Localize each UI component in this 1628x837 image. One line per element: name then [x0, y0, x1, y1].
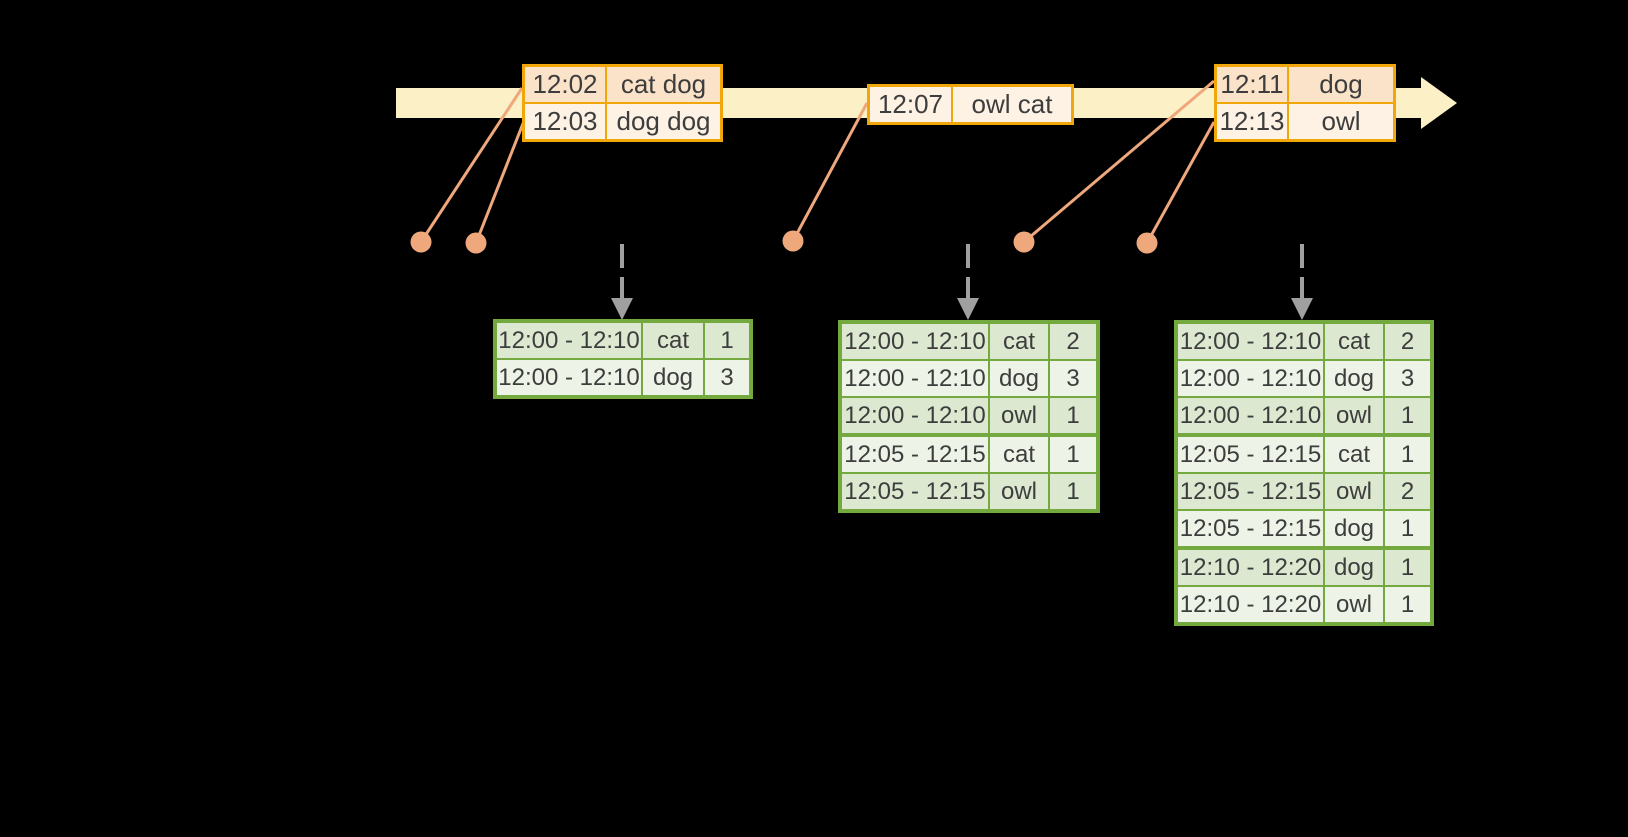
result-word-cell: dog — [1325, 361, 1383, 396]
result-window-cell: 12:05 - 12:15 — [842, 435, 988, 472]
result-count-cell: 2 — [1050, 324, 1096, 359]
event-words-cell: owl cat — [953, 87, 1071, 122]
result-word-cell: cat — [1325, 435, 1383, 472]
result-word-cell: owl — [1325, 587, 1383, 622]
result-window-cell: 12:05 - 12:15 — [842, 474, 988, 509]
event-dot — [1013, 231, 1035, 253]
event-time-cell: 12:03 — [525, 104, 605, 139]
event-connector-line — [791, 102, 869, 242]
result-word-cell: cat — [643, 323, 703, 358]
trigger-arrowhead-icon — [1291, 298, 1313, 320]
result-count-cell: 3 — [1385, 361, 1430, 396]
result-word-cell: cat — [990, 435, 1048, 472]
result-count-cell: 2 — [1385, 474, 1430, 509]
event-time-cell: 12:11 — [1217, 67, 1287, 102]
result-count-cell: 1 — [705, 323, 749, 358]
event-dot — [1136, 232, 1158, 254]
result-word-cell: owl — [990, 398, 1048, 433]
event-connector-line — [1145, 121, 1216, 244]
result-word-cell: cat — [1325, 324, 1383, 359]
trigger-arrowhead-icon — [611, 298, 633, 320]
event-time-cell: 12:02 — [525, 67, 605, 102]
event-dot — [410, 231, 432, 253]
result-count-cell: 1 — [1385, 435, 1430, 472]
event-dot — [782, 230, 804, 252]
result-window-cell: 12:00 - 12:10 — [842, 361, 988, 396]
result-count-cell: 3 — [705, 360, 749, 395]
result-window-cell: 12:10 - 12:20 — [1178, 548, 1323, 585]
event-connector-line — [474, 120, 526, 244]
event-words-cell: owl — [1289, 104, 1393, 139]
result-window-cell: 12:05 - 12:15 — [1178, 474, 1323, 509]
result-count-cell: 3 — [1050, 361, 1096, 396]
timeline-arrowhead-icon — [1421, 77, 1457, 129]
result-count-cell: 1 — [1385, 511, 1430, 546]
result-word-cell: dog — [1325, 511, 1383, 546]
result-word-cell: cat — [990, 324, 1048, 359]
result-count-cell: 1 — [1050, 474, 1096, 509]
result-count-cell: 1 — [1385, 587, 1430, 622]
result-window-cell: 12:00 - 12:10 — [1178, 361, 1323, 396]
result-word-cell: dog — [643, 360, 703, 395]
event-time-cell: 12:07 — [870, 87, 951, 122]
result-count-cell: 1 — [1385, 398, 1430, 433]
result-count-cell: 1 — [1050, 398, 1096, 433]
result-window-cell: 12:00 - 12:10 — [842, 324, 988, 359]
result-window-cell: 12:05 - 12:15 — [1178, 511, 1323, 546]
trigger-arrowhead-icon — [957, 298, 979, 320]
event-words-cell: dog dog — [607, 104, 720, 139]
result-count-cell: 1 — [1050, 435, 1096, 472]
result-window-cell: 12:00 - 12:10 — [1178, 324, 1323, 359]
event-dot — [465, 232, 487, 254]
result-count-cell: 1 — [1385, 548, 1430, 585]
result-count-cell: 2 — [1385, 324, 1430, 359]
event-words-cell: cat dog — [607, 67, 720, 102]
result-word-cell: dog — [990, 361, 1048, 396]
result-word-cell: dog — [1325, 548, 1383, 585]
result-window-cell: 12:10 - 12:20 — [1178, 587, 1323, 622]
result-window-cell: 12:05 - 12:15 — [1178, 435, 1323, 472]
result-window-cell: 12:00 - 12:10 — [842, 398, 988, 433]
result-word-cell: owl — [990, 474, 1048, 509]
result-window-cell: 12:00 - 12:10 — [1178, 398, 1323, 433]
result-window-cell: 12:00 - 12:10 — [497, 323, 641, 358]
event-time-cell: 12:13 — [1217, 104, 1287, 139]
result-word-cell: owl — [1325, 474, 1383, 509]
result-word-cell: owl — [1325, 398, 1383, 433]
result-window-cell: 12:00 - 12:10 — [497, 360, 641, 395]
event-words-cell: dog — [1289, 67, 1393, 102]
